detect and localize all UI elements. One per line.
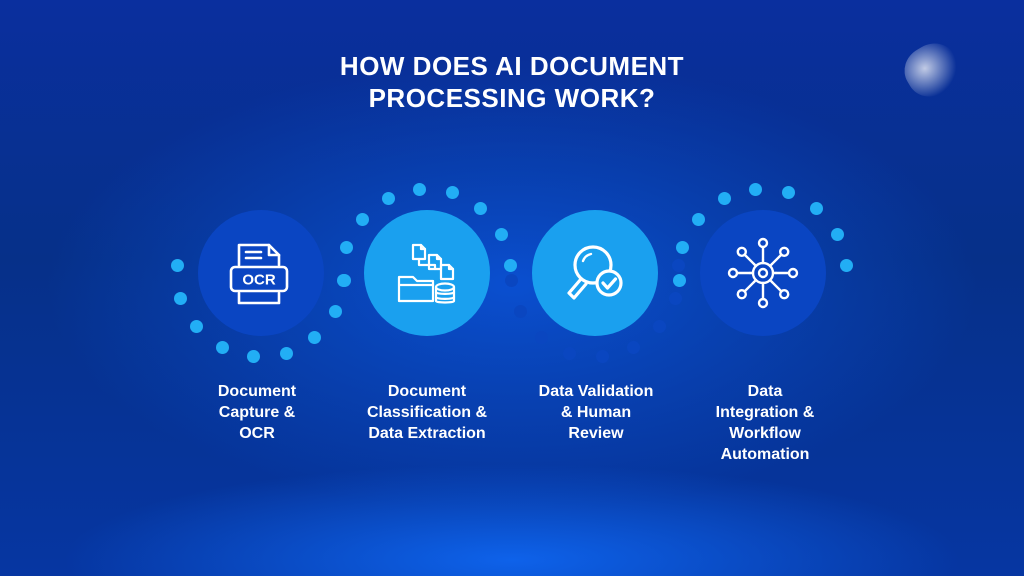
ring-dot: [513, 305, 527, 319]
label-line: Data Validation: [538, 383, 654, 400]
label-line: Document: [387, 383, 467, 400]
label-line: Classification &: [366, 404, 488, 421]
step-1-label: Document Capture & OCR: [172, 381, 342, 444]
step-3-circle: [532, 210, 658, 336]
ring-dot: [170, 259, 184, 273]
ring-dot: [534, 330, 548, 344]
ring-dot: [652, 320, 666, 334]
label-line: Workflow: [729, 425, 801, 442]
ring-dot: [627, 341, 641, 354]
ring-dot: [336, 273, 350, 287]
ring-dot: [749, 182, 763, 196]
ring-dot: [668, 291, 682, 305]
ring-dot: [840, 259, 854, 273]
ring-dot: [595, 350, 609, 364]
label-line: Data: [747, 383, 783, 400]
ring-dot: [831, 227, 844, 241]
ring-dot: [810, 202, 824, 216]
ring-dot: [174, 291, 188, 305]
ring-dot: [504, 273, 518, 287]
ring-dot: [247, 350, 261, 364]
ring-dot: [445, 186, 459, 200]
ring-dot: [563, 346, 577, 360]
ring-dot: [413, 182, 427, 196]
ring-dot: [504, 259, 518, 273]
magnifier-check-icon: [567, 245, 623, 300]
label-line: OCR: [239, 425, 275, 442]
ring-dot: [676, 241, 690, 255]
ring-dot: [781, 186, 795, 200]
ring-dot: [381, 191, 395, 205]
step-2-label: Document Classification & Data Extractio…: [342, 381, 512, 444]
ring-dot: [672, 273, 686, 287]
label-line: Review: [568, 425, 624, 442]
label-line: Automation: [720, 446, 810, 463]
integration-hub-icon: [727, 237, 799, 309]
label-line: Integration &: [715, 404, 815, 421]
step-2-circle: [364, 210, 490, 336]
ring-dot: [340, 241, 354, 255]
ring-dot: [215, 341, 229, 354]
ring-dot: [692, 212, 706, 226]
step-4-label: Data Integration & Workflow Automation: [680, 381, 850, 465]
step-3-label: Data Validation & Human Review: [511, 381, 681, 444]
ocr-icon-text: OCR: [242, 272, 276, 289]
label-line: & Human: [560, 404, 632, 421]
classify-extract-icon: [397, 243, 456, 304]
page-title: HOW DOES AI DOCUMENT PROCESSING WORK?: [0, 50, 1024, 114]
title-line-1: HOW DOES AI DOCUMENT: [339, 51, 685, 81]
ring-dot: [308, 330, 322, 344]
ocr-document-icon: OCR: [229, 243, 289, 305]
ring-dot: [495, 227, 508, 241]
ring-dot: [717, 191, 731, 205]
label-line: Capture &: [218, 404, 296, 421]
label-line: Data Extraction: [368, 425, 486, 442]
step-4-circle: [700, 210, 826, 336]
ring-dot: [672, 259, 686, 273]
ring-dot: [329, 305, 342, 319]
label-line: Document: [217, 383, 297, 400]
title-line-2: PROCESSING WORK?: [368, 83, 656, 113]
step-1-circle: OCR: [198, 210, 324, 336]
ring-dot: [190, 320, 204, 334]
ring-dot: [474, 202, 488, 216]
ring-dot: [279, 346, 293, 360]
ring-dot: [356, 212, 370, 226]
